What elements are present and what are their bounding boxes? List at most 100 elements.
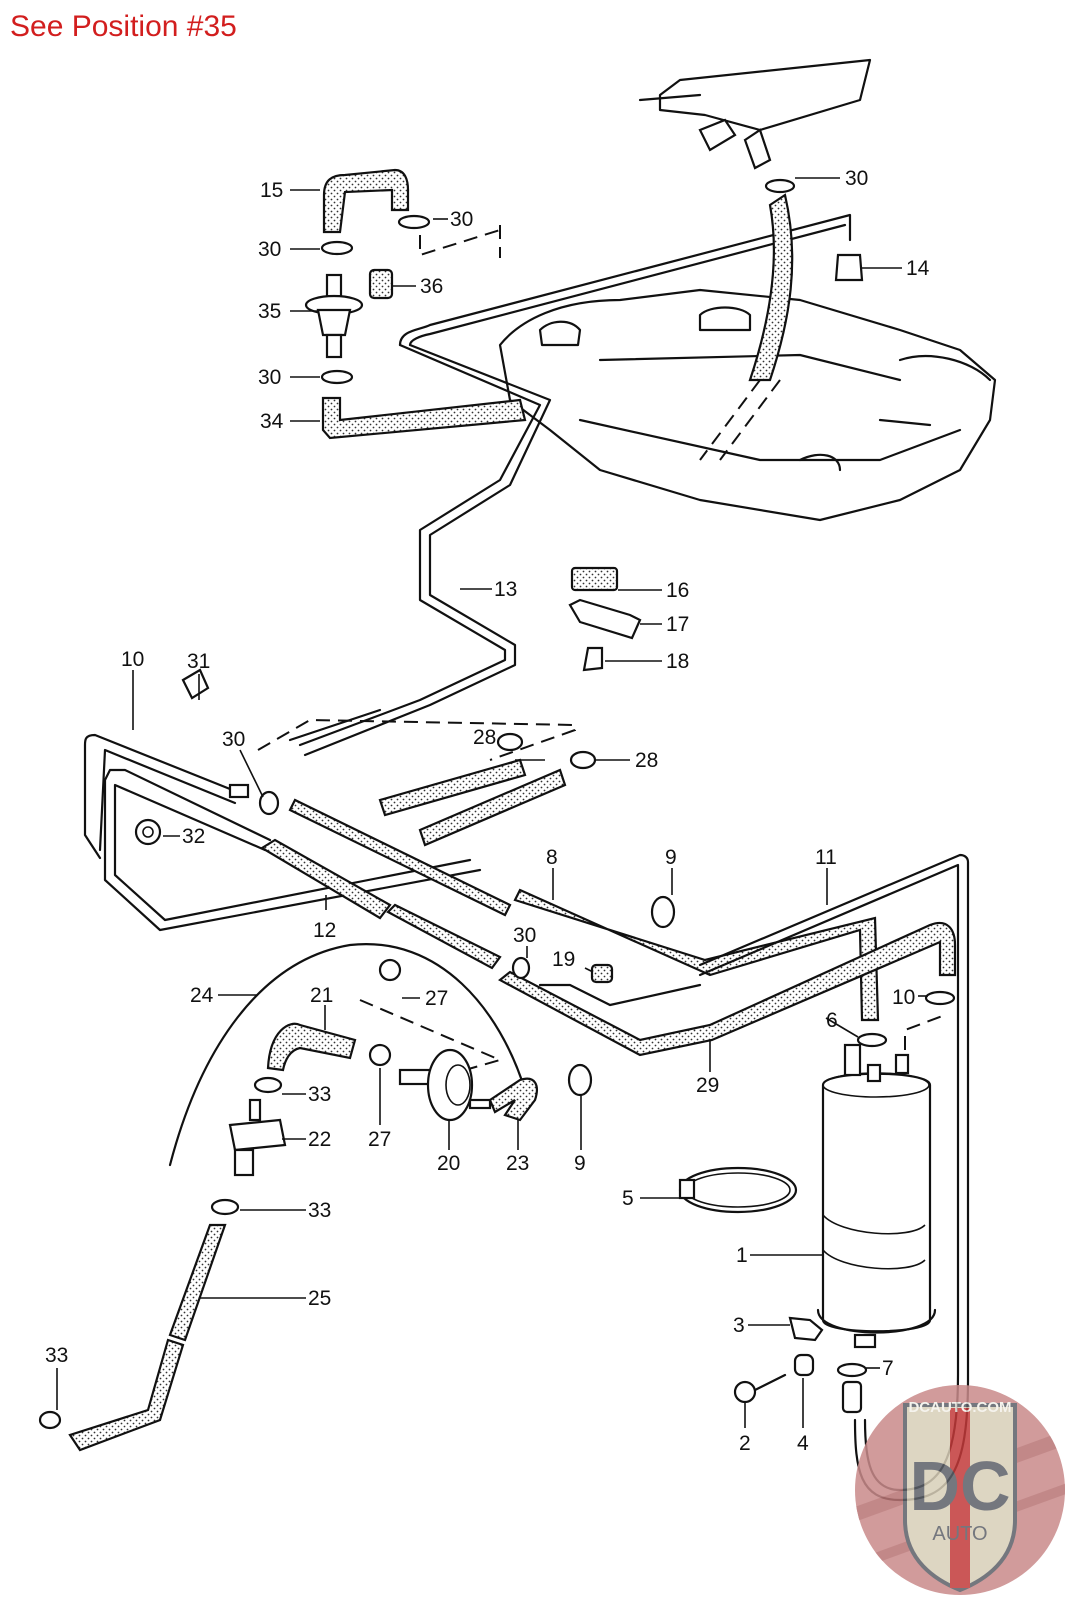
callout-33: 33 <box>308 1083 331 1106</box>
callout-24: 25 <box>308 1287 331 1310</box>
clamp-28-b <box>569 750 597 770</box>
callout-9: 9 <box>574 1152 586 1175</box>
callout-32: 32 <box>182 825 205 848</box>
fitting-11 <box>228 783 250 799</box>
callout-8: 8 <box>546 846 558 869</box>
bracket-18 <box>568 598 642 640</box>
hose-upper-right <box>748 193 794 382</box>
callout-30: 30 <box>258 366 281 389</box>
clamp-33-b <box>210 1198 240 1216</box>
callout-33: 33 <box>45 1344 68 1367</box>
callout-30: 30 <box>845 167 868 190</box>
sleeve-20 <box>590 963 614 984</box>
callout-30: 30 <box>450 208 473 231</box>
clamp-27-b <box>368 1043 392 1067</box>
callout-25: 23 <box>506 1152 529 1175</box>
callout-21: 20 <box>437 1152 460 1175</box>
callout-4: 4 <box>797 1432 809 1455</box>
nut-3 <box>788 1316 824 1342</box>
watermark-letters: DC <box>909 1447 1010 1525</box>
callout-19: 18 <box>666 650 689 673</box>
callout-30: 30 <box>513 924 536 947</box>
callout-5: 5 <box>622 1187 634 1210</box>
callout-labels: 15 30 30 30 14 35 36 30 34 13 16 17 18 1… <box>45 167 930 1455</box>
clamp-33-a <box>253 1076 283 1094</box>
charcoal-canister-1 <box>816 1043 937 1349</box>
callout-29: 29 <box>696 1074 719 1097</box>
leader-lines <box>56 177 928 1428</box>
callout-31: 31 <box>187 650 210 673</box>
callout-27: 27 <box>425 987 448 1010</box>
hose-34 <box>321 396 527 440</box>
grommet-19 <box>582 646 604 672</box>
callout-30: 30 <box>258 238 281 261</box>
callout-13: 12 <box>313 919 336 942</box>
grommet-9-b <box>567 1063 593 1097</box>
see-position-note: See Position #35 <box>10 10 237 43</box>
clamp-27-a <box>378 958 402 982</box>
strap-5 <box>678 1166 798 1214</box>
clip-10 <box>924 990 956 1006</box>
callout-11: 10 <box>121 648 144 671</box>
hose-8 <box>513 888 880 1022</box>
clamp-30-d <box>764 178 796 194</box>
clip-7 <box>836 1362 868 1378</box>
clamp-30-b <box>397 214 431 230</box>
vent-line-11 <box>83 733 242 860</box>
dcauto-watermark-logo: DCAUTO.COM DC AUTO <box>855 1385 1065 1595</box>
screw-2 <box>733 1380 757 1404</box>
callout-28: 28 <box>635 749 658 772</box>
hose-29 <box>498 921 957 1057</box>
watermark-bottom-text: AUTO <box>932 1523 987 1545</box>
vent-line-14 <box>398 213 852 347</box>
clip-31 <box>181 668 210 700</box>
clamp-28-a <box>496 732 524 752</box>
callout-20: 19 <box>552 948 575 971</box>
hose-16 <box>322 168 410 234</box>
cap-15 <box>834 253 864 282</box>
hose-13 <box>259 838 392 920</box>
callout-33: 33 <box>308 1199 331 1222</box>
callout-34: 34 <box>260 410 284 433</box>
callout-36: 36 <box>420 275 443 298</box>
callout-27: 27 <box>368 1128 391 1151</box>
clamp-33-c <box>38 1410 62 1430</box>
callout-10: 10 <box>892 986 915 1009</box>
clip-6 <box>856 1032 888 1048</box>
callout-18: 17 <box>666 613 689 636</box>
callout-23: 22 <box>308 1128 331 1151</box>
clip-17 <box>570 566 619 592</box>
callout-30: 30 <box>222 728 245 751</box>
clamp-30-c <box>320 369 354 385</box>
hose-24 <box>168 1223 227 1342</box>
fuel-tank-outline <box>498 58 997 522</box>
callout-3: 3 <box>733 1314 745 1337</box>
grommet-9-a <box>650 895 676 929</box>
spacer-4 <box>793 1353 815 1377</box>
sleeve-36 <box>368 268 394 300</box>
callout-9: 9 <box>665 846 677 869</box>
callout-1: 1 <box>736 1244 748 1267</box>
hose-25 <box>488 1077 538 1122</box>
callout-26: 24 <box>190 984 214 1007</box>
callout-14: 13 <box>494 578 517 601</box>
hose-28-a <box>288 798 512 917</box>
callout-7: 7 <box>882 1357 894 1380</box>
callout-6: 6 <box>826 1009 838 1032</box>
valve-21 <box>398 1048 492 1122</box>
check-valve-35 <box>304 273 364 359</box>
grommet-32 <box>134 818 162 846</box>
callout-15: 14 <box>906 257 930 280</box>
clamp-30-f <box>511 956 531 980</box>
callout-16: 15 <box>260 179 283 202</box>
callout-2: 2 <box>739 1432 751 1455</box>
callout-12: 11 <box>815 846 837 869</box>
watermark-top-text: DCAUTO.COM <box>908 1399 1011 1416</box>
clamp-30-a <box>320 240 354 256</box>
callout-35: 35 <box>258 300 281 323</box>
hose-22 <box>266 1022 357 1072</box>
valve-23 <box>228 1098 287 1177</box>
hose-end-7 <box>841 1380 863 1414</box>
clamp-30-e <box>258 790 280 816</box>
